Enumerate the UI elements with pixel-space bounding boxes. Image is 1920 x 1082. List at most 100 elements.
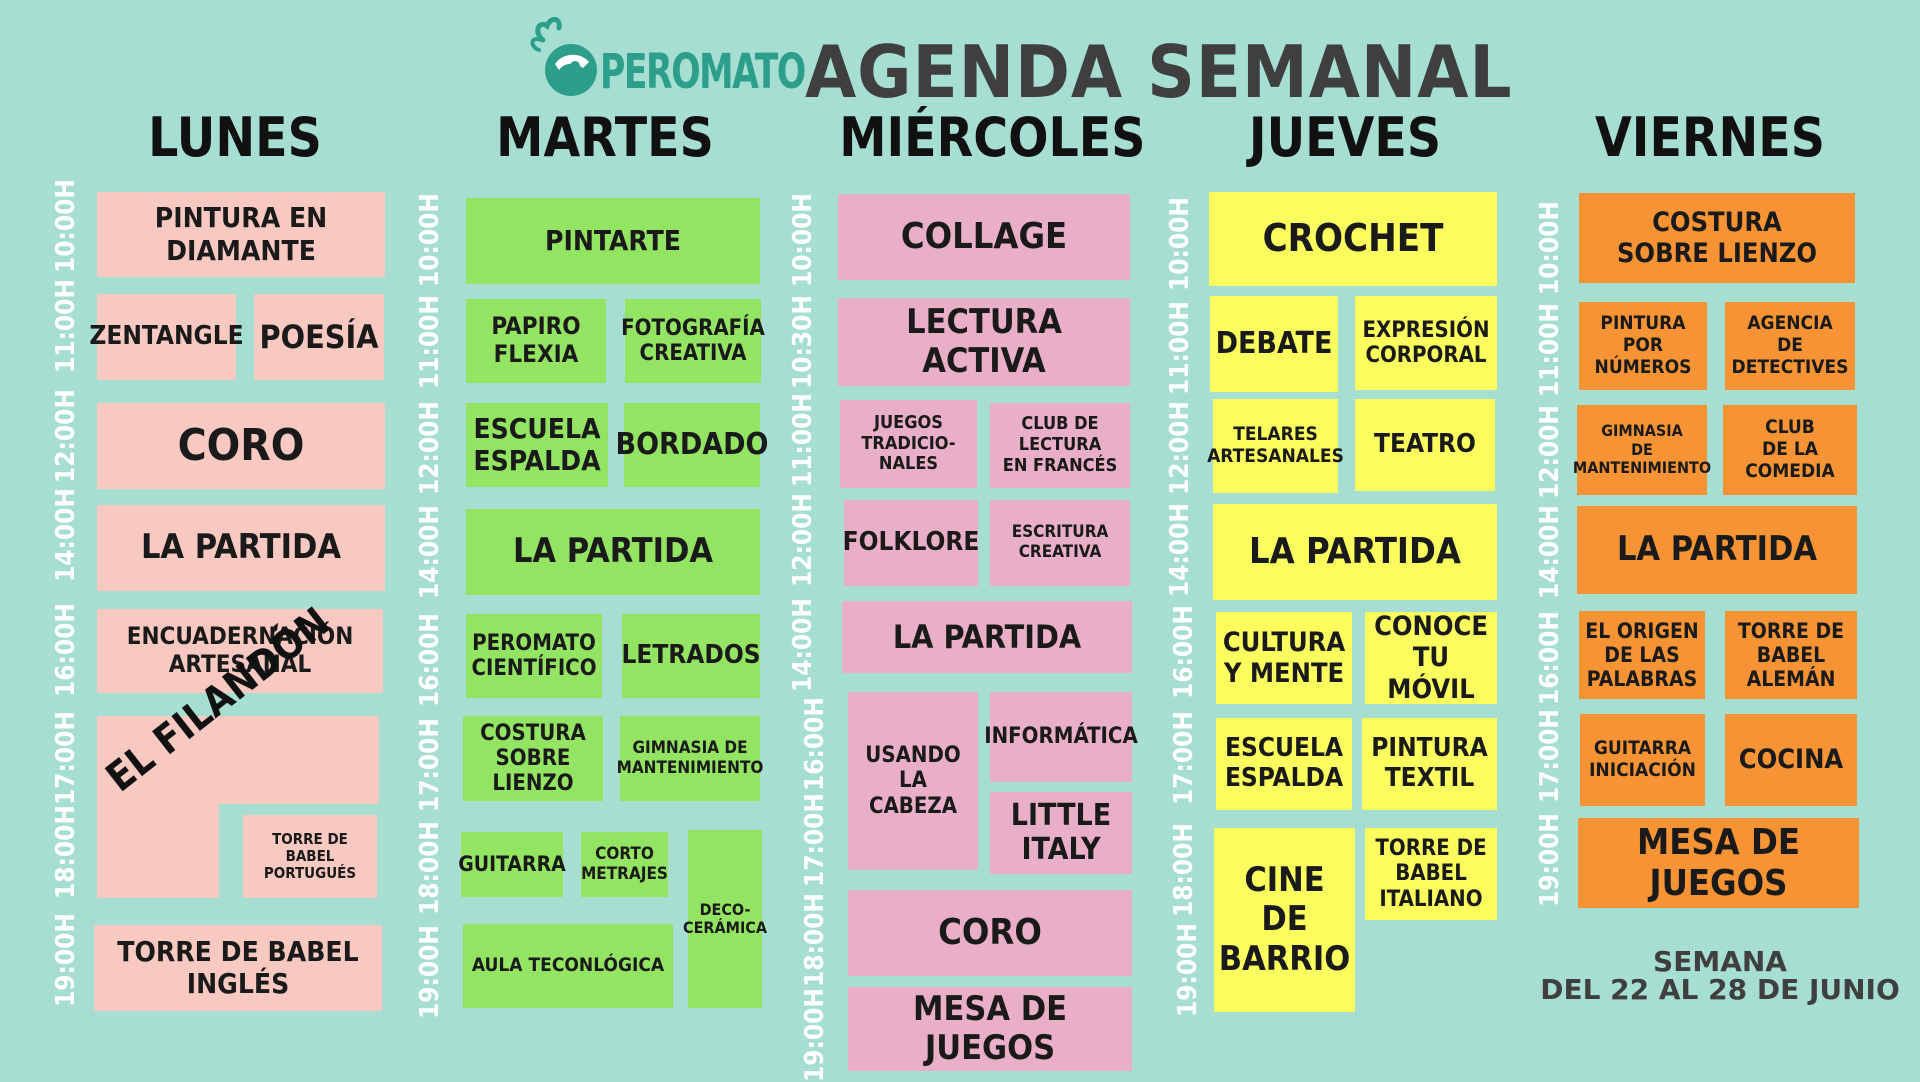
logo-text: PEROMATO	[600, 44, 806, 100]
activity-usando-la-cabeza: USANDO LA CABEZA	[848, 692, 978, 870]
activity-gimnasia-mantenimiento: GIMNASIA DE MANTENIMIENTO	[617, 716, 763, 801]
activity-cortometrajes: CORTO METRAJES	[581, 832, 668, 897]
time-label: 12:00H	[51, 388, 81, 484]
activity-costura-sobre-lienzo: COSTURA SOBRE LIENZO	[1579, 193, 1855, 283]
activity-la-partida: LA PARTIDA	[842, 601, 1132, 673]
activity-pintura-textil: PINTURA TEXTIL	[1362, 718, 1497, 810]
time-label: 16:00H	[415, 612, 445, 708]
time-label: 12:00H	[1165, 400, 1195, 496]
time-label: 12:00H	[788, 492, 818, 588]
activity-escuela-espalda: ESCUELA ESPALDA	[1216, 718, 1352, 810]
activity-cultura-y-mente: CULTURA Y MENTE	[1216, 612, 1352, 704]
time-label: 17:00H	[51, 710, 81, 806]
peromato-logo-icon	[530, 17, 597, 96]
time-label: 19:00H	[1535, 812, 1565, 908]
day-header-viernes: VIERNES	[1595, 106, 1825, 169]
activity-juegos-tradicionales: JUEGOS TRADICIO- NALES	[840, 400, 977, 488]
time-label: 10:00H	[415, 192, 445, 288]
activity-encuadernacion: ENCUADERNACIÓN ARTESANAL	[97, 609, 383, 693]
time-label: 10:00H	[1535, 200, 1565, 296]
activity-pintura-diamante: PINTURA EN DIAMANTE	[97, 192, 385, 277]
day-header-miercoles: MIÉRCOLES	[839, 106, 1146, 169]
activity-folklore: FOLKLORE	[843, 500, 979, 586]
time-label: 17:00H	[800, 792, 830, 888]
activity-fotografia-creativa: FOTOGRAFÍA CREATIVA	[621, 299, 765, 383]
time-label: 10:00H	[51, 178, 81, 274]
activity-decoceramica: DECO- CERÁMICA	[683, 830, 767, 1008]
activity-guitarra: GUITARRA	[458, 832, 566, 897]
time-label: 17:00H	[415, 717, 445, 813]
time-label: 11:00H	[788, 392, 818, 488]
day-header-lunes: LUNES	[148, 106, 322, 169]
activity-la-partida: LA PARTIDA	[97, 505, 385, 591]
activity-origen-palabras: EL ORIGEN DE LAS PALABRAS	[1579, 611, 1705, 699]
activity-mesa-de-juegos: MESA DE JUEGOS	[848, 987, 1132, 1071]
time-label: 16:00H	[1169, 604, 1199, 700]
time-label: 19:00H	[1173, 922, 1203, 1018]
activity-pintarte: PINTARTE	[466, 198, 760, 284]
time-label: 14:00H	[415, 504, 445, 600]
time-label: 19:00H	[800, 987, 830, 1082]
time-label: 18:00H	[800, 892, 830, 988]
activity-la-partida: LA PARTIDA	[1577, 506, 1857, 594]
activity-torre-portugues: TORRE DE BABEL PORTUGUÉS	[243, 815, 377, 898]
activity-lectura-activa: LECTURA ACTIVA	[838, 298, 1130, 386]
time-label: 14:00H	[51, 487, 81, 583]
activity-little-italy: LITTLE ITALY	[990, 792, 1132, 874]
activity-la-partida: LA PARTIDA	[1213, 504, 1497, 600]
time-label: 14:00H	[1165, 502, 1195, 598]
week-dates: DEL 22 AL 28 DE JUNIO	[1540, 973, 1900, 1006]
activity-el-filandon-block	[219, 716, 379, 804]
activity-zentangle: ZENTANGLE	[89, 294, 244, 380]
activity-informatica: INFORMÁTICA	[984, 692, 1138, 782]
activity-expresion-corporal: EXPRESIÓN CORPORAL	[1355, 296, 1497, 390]
activity-peromato-cientifico: PEROMATO CIENTÍFICO	[466, 614, 602, 698]
activity-torre-babel-italiano: TORRE DE BABEL ITALIANO	[1365, 828, 1497, 920]
activity-cocina: COCINA	[1725, 714, 1857, 806]
activity-crochet: CROCHET	[1209, 192, 1497, 286]
time-label: 17:00H	[1535, 708, 1565, 804]
activity-papiro-flexia: PAPIRO FLEXIA	[466, 299, 606, 383]
time-label: 17:00H	[1169, 710, 1199, 806]
time-label: 11:00H	[51, 278, 81, 374]
time-label: 10:00H	[788, 192, 818, 288]
activity-teatro: TEATRO	[1355, 399, 1495, 491]
activity-poesia: POESÍA	[254, 294, 384, 380]
time-label: 11:00H	[1165, 300, 1195, 396]
activity-coro: CORO	[848, 890, 1132, 976]
time-label: 14:00H	[788, 597, 818, 693]
time-label: 14:00H	[1535, 504, 1565, 600]
time-label: 12:00H	[1535, 404, 1565, 500]
time-label: 16:00H	[51, 602, 81, 698]
activity-mesa-de-juegos: MESA DE JUEGOS	[1578, 818, 1859, 908]
time-label: 11:00H	[1535, 302, 1565, 398]
week-range: SEMANA DEL 22 AL 28 DE JUNIO	[1540, 948, 1900, 1004]
day-header-jueves: JUEVES	[1248, 106, 1442, 169]
time-label: 16:00H	[1535, 610, 1565, 706]
activity-letrados: LETRADOS	[621, 614, 761, 698]
activity-torre-babel-aleman: TORRE DE BABEL ALEMÁN	[1725, 611, 1857, 699]
time-label: 12:00H	[415, 400, 445, 496]
activity-debate: DEBATE	[1210, 296, 1338, 392]
time-label: 19:00H	[415, 924, 445, 1020]
activity-club-lectura-frances: CLUB DE LECTURA EN FRANCÉS	[990, 403, 1130, 488]
time-label: 11:00H	[415, 294, 445, 390]
week-label: SEMANA	[1653, 945, 1787, 978]
time-label: 18:00H	[415, 820, 445, 916]
time-label: 19:00H	[51, 912, 81, 1008]
activity-escritura-creativa: ESCRITURA CREATIVA	[990, 500, 1130, 586]
activity-telares-artesanales: TELARES ARTESANALES	[1207, 399, 1344, 493]
activity-guitarra-iniciacion: GUITARRA INICIACIÓN	[1580, 714, 1705, 806]
activity-aula-tecnologica: AULA TECONLÓGICA	[463, 924, 673, 1008]
time-label: 10:00H	[1165, 196, 1195, 292]
activity-cine-de-barrio: CINE DE BARRIO	[1214, 828, 1355, 1012]
activity-collage: COLLAGE	[838, 194, 1130, 280]
activity-pintura-por-numeros: PINTURA POR NÚMEROS	[1579, 302, 1707, 390]
activity-bordado: BORDADO	[616, 403, 768, 487]
activity-conoce-tu-movil: CONOCE TU MÓVIL	[1365, 611, 1497, 705]
time-label: 18:00H	[1169, 822, 1199, 918]
day-header-martes: MARTES	[496, 106, 714, 169]
activity-torre-ingles: TORRE DE BABEL INGLÉS	[94, 925, 382, 1011]
activity-agencia-detectives: AGENCIA DE DETECTIVES	[1725, 302, 1855, 390]
activity-coro: CORO	[97, 403, 385, 489]
